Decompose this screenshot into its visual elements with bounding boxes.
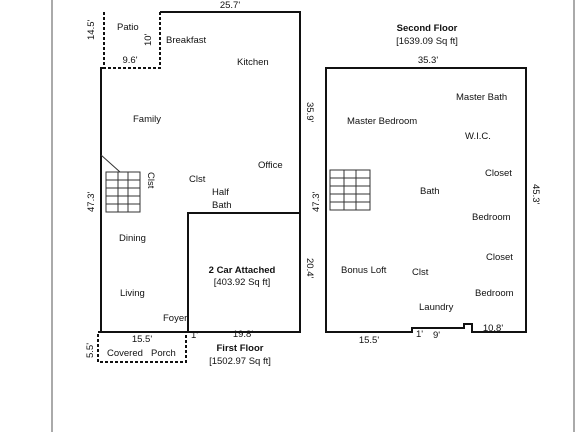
second-floor-plan: [325, 67, 527, 333]
garage-title: 2 Car Attached: [208, 265, 276, 276]
patio-outline: [103, 12, 161, 69]
room-half-bath-line1: Half: [212, 187, 229, 198]
room-wic: W.I.C.: [465, 131, 491, 142]
dim-garage-right: 20.4': [304, 258, 315, 279]
room-patio: Patio: [117, 22, 139, 33]
room-living: Living: [120, 288, 145, 299]
garage-sqft: [403.92 Sq ft]: [213, 277, 271, 288]
room-bath: Bath: [420, 186, 440, 197]
room-office: Office: [258, 160, 283, 171]
room-half-bath-line2: Bath: [212, 200, 232, 211]
room-master-bath: Master Bath: [456, 92, 508, 103]
room-kitchen: Kitchen: [237, 57, 269, 68]
room-clst-stair: Clst: [145, 172, 156, 189]
dim-second-bottom-mid-b: 9': [433, 330, 441, 341]
first-floor-plan: [97, 11, 301, 363]
room-laundry: Laundry: [419, 302, 454, 313]
porch-outline: [97, 331, 187, 363]
dim-porch-height: 5.5': [85, 342, 96, 358]
room-dining: Dining: [119, 233, 146, 244]
dim-second-left: 47.3': [311, 191, 322, 212]
room-bonus-loft: Bonus Loft: [341, 265, 387, 276]
dim-patio-width: 9.6': [122, 55, 138, 66]
dim-patio-height: 14.5': [86, 19, 97, 40]
dim-foyer-gap: 1': [191, 330, 199, 341]
dim-second-bottom-left: 15.5': [358, 335, 380, 346]
dim-first-top: 25.7': [219, 0, 241, 11]
room-covered-porch-line2: Porch: [151, 348, 176, 359]
dim-second-bottom-right: 10.8': [482, 323, 504, 334]
room-breakfast: Breakfast: [166, 35, 207, 46]
second-floor-stairs: [329, 169, 371, 211]
first-floor-title: First Floor: [216, 343, 264, 354]
first-floor-walls: [100, 11, 301, 333]
dim-porch-width: 15.5': [131, 334, 153, 345]
room-foyer: Foyer: [163, 313, 188, 324]
first-floor-stairs: [100, 154, 141, 213]
room-bedroom-2: Bedroom: [475, 288, 514, 299]
dim-first-left: 47.3': [86, 191, 97, 212]
room-bedroom-1: Bedroom: [472, 212, 511, 223]
room-family: Family: [133, 114, 161, 125]
second-floor-title: Second Floor: [396, 23, 458, 34]
second-floor-sqft: [1639.09 Sq ft]: [396, 36, 458, 47]
room-closet-2: Closet: [486, 252, 513, 263]
room-closet-1: Closet: [485, 168, 512, 179]
room-master-bedroom: Master Bedroom: [347, 116, 418, 127]
dim-patio-inner: 10': [143, 33, 154, 46]
dim-second-bottom-mid-a: 1': [416, 329, 424, 340]
dim-first-right: 35.9': [304, 102, 315, 123]
dim-garage-bottom: 19.8': [232, 329, 254, 340]
dim-second-right: 45.3': [530, 184, 541, 205]
room-clst-2: Clst: [412, 267, 429, 278]
room-clst: Clst: [189, 174, 206, 185]
second-floor-walls: [325, 67, 527, 333]
room-covered-porch-line1: Covered: [107, 348, 143, 359]
first-floor-sqft: [1502.97 Sq ft]: [209, 356, 271, 367]
dim-second-top: 35.3': [417, 55, 439, 66]
